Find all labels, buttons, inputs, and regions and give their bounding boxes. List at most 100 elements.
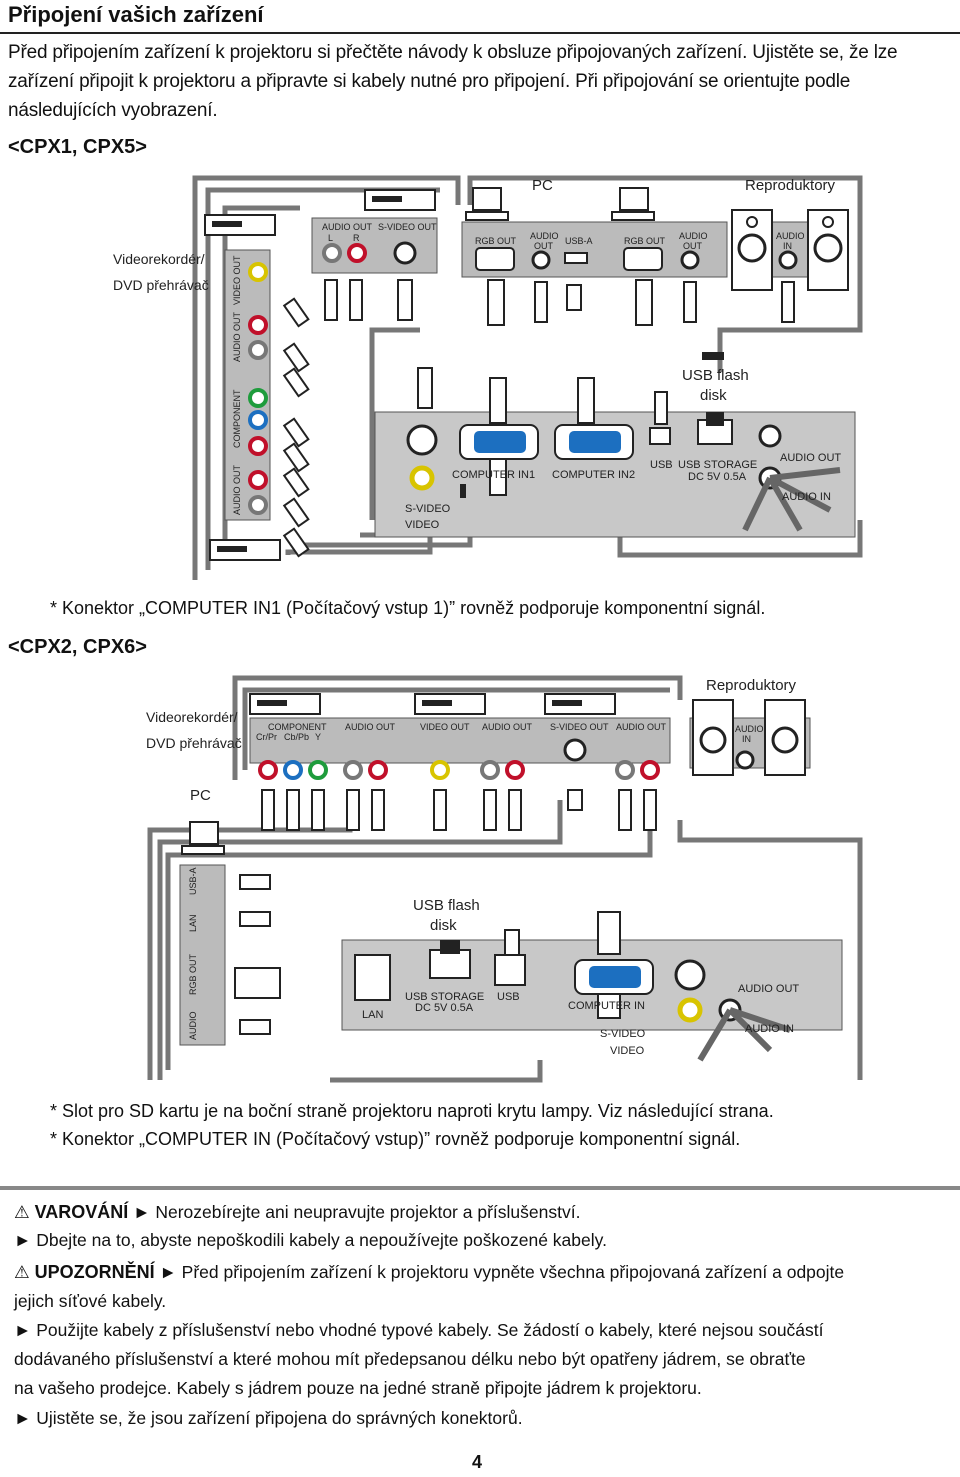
port-audio-4: AUDIO: [735, 724, 764, 734]
speaker-icon: [692, 699, 806, 776]
proj-audio-out: AUDIO OUT: [780, 452, 841, 464]
port-audio-out: AUDIO OUT: [322, 222, 373, 232]
arrow-icon: ►: [133, 1202, 151, 1222]
label-vcr-2: Videorekordér/: [146, 709, 238, 725]
arrow-icon: ►: [14, 1230, 32, 1250]
label-speakers-2: Reproduktory: [706, 677, 797, 694]
caution-text-2b: dodávaného příslušenství a které mohou m…: [14, 1349, 806, 1369]
proj-computer-in2: COMPUTER IN2: [552, 469, 635, 481]
port-r: R: [353, 233, 360, 243]
intro-paragraph: Před připojením zařízení k projektoru si…: [8, 42, 898, 121]
vcr-icon: [204, 189, 436, 561]
proj-usb-storage-2: USB STORAGE: [405, 991, 484, 1003]
port-audio-out-left: AUDIO OUT: [232, 311, 242, 362]
port-y: Y: [315, 732, 321, 742]
vcr-icon: [249, 693, 616, 715]
proj-svideo-2: S-VIDEO: [600, 1028, 646, 1040]
port-audio-out-left-2: AUDIO OUT: [232, 464, 242, 515]
proj-usb-2: USB: [497, 991, 520, 1003]
port-audio-2: AUDIO: [679, 231, 708, 241]
proj-computer-in1: COMPUTER IN1: [452, 469, 535, 481]
label-dvd-2: DVD přehrávač: [146, 735, 242, 751]
caution-line-3: ► Ujistěte se, že jsou zařízení připojen…: [14, 1404, 523, 1432]
port-audio-3: AUDIO: [776, 231, 805, 241]
port-usb-a: USB-A: [565, 236, 593, 246]
warning-divider: [0, 1186, 960, 1190]
port-video-out-2: VIDEO OUT: [420, 722, 470, 732]
connection-diagram-1: Videorekordér/ DVD přehrávač PC Reproduk…: [113, 175, 863, 580]
port-usb-a-2: USB-A: [188, 867, 198, 895]
caution-text: Před připojením zařízení k projektoru vy…: [181, 1262, 845, 1282]
caution-text-cont: jejich síťové kabely.: [14, 1291, 167, 1311]
arrow-icon: ►: [159, 1262, 177, 1282]
model-heading-2: <CPX2, CPX6>: [8, 636, 147, 658]
proj-computer-in: COMPUTER IN: [568, 1000, 645, 1012]
proj-lan: LAN: [362, 1009, 383, 1021]
proj-usb-storage: USB STORAGE: [678, 459, 757, 471]
arrow-icon: ►: [14, 1320, 32, 1340]
proj-video: VIDEO: [405, 519, 440, 531]
caution-text-2c: na vašeho prodejce. Kabely s jádrem pouz…: [14, 1378, 702, 1398]
port-in-2: IN: [742, 734, 751, 744]
port-component-2: COMPONENT: [268, 722, 327, 732]
caution-text-2: Použijte kabely z příslušenství nebo vho…: [36, 1320, 824, 1340]
proj-dc: DC 5V 0.5A: [688, 471, 747, 483]
port-rgb-out-3: RGB OUT: [188, 953, 198, 995]
port-lan: LAN: [188, 914, 198, 932]
pc-icon: [465, 187, 655, 221]
note-computer-in1: * Konektor „COMPUTER IN1 (Počítačový vst…: [50, 598, 766, 618]
proj-dc-2: DC 5V 0.5A: [415, 1002, 474, 1014]
port-in: IN: [783, 241, 792, 251]
port-out: OUT: [534, 241, 554, 251]
label-speakers: Reproduktory: [745, 177, 836, 194]
port-rgb-out: RGB OUT: [475, 236, 517, 246]
warning-line-2: ► Dbejte na to, abyste nepoškodili kabel…: [14, 1226, 607, 1254]
proj-audio-out-2: AUDIO OUT: [738, 983, 799, 995]
port-cb: Cb/Pb: [284, 732, 309, 742]
port-svideo-out-2: S-VIDEO OUT: [550, 722, 609, 732]
label-pc: PC: [532, 177, 553, 194]
label-usb-flash: USB flash: [682, 367, 749, 384]
connection-diagram-2: Videorekordér/ DVD přehrávač PC Reproduk…: [146, 675, 863, 1083]
warning-text-2: Dbejte na to, abyste nepoškodili kabely …: [36, 1230, 607, 1250]
port-audio-out-4: AUDIO OUT: [616, 722, 667, 732]
label-usb-flash-2: USB flash: [413, 897, 480, 914]
warning-triangle-icon: ⚠: [14, 1262, 30, 1282]
arrow-icon: ►: [14, 1408, 32, 1428]
port-out-2: OUT: [683, 241, 703, 251]
page-title: Připojení vašich zařízení: [8, 2, 264, 27]
warning-triangle-icon: ⚠: [14, 1202, 30, 1222]
port-audio-5: AUDIO: [188, 1011, 198, 1040]
label-dvd: DVD přehrávač: [113, 277, 209, 293]
warning-text: Nerozebírejte ani neupravujte projektor …: [155, 1202, 581, 1222]
port-svideo-out: S-VIDEO OUT: [378, 222, 437, 232]
warning-line-1: ⚠ VAROVÁNÍ ► Nerozebírejte ani neupravuj…: [14, 1198, 580, 1226]
port-video-out: VIDEO OUT: [232, 255, 242, 305]
proj-audio-in-2: AUDIO IN: [745, 1023, 794, 1035]
label-vcr: Videorekordér/: [113, 251, 205, 267]
caution-line-2: ► Použijte kabely z příslušenství nebo v…: [14, 1316, 824, 1344]
port-rgb-out-2: RGB OUT: [624, 236, 666, 246]
port-l: L: [328, 233, 333, 243]
caution-text-3: Ujistěte se, že jsou zařízení připojena …: [36, 1408, 523, 1428]
port-audio-out-2: AUDIO OUT: [345, 722, 396, 732]
note-computer-in: * Konektor „COMPUTER IN (Počítačový vstu…: [50, 1129, 741, 1149]
caution-label: UPOZORNĚNÍ: [34, 1262, 155, 1282]
proj-svideo: S-VIDEO: [405, 503, 451, 515]
warning-label: VAROVÁNÍ: [34, 1202, 129, 1222]
label-pc-2: PC: [190, 787, 211, 804]
proj-video-2: VIDEO: [610, 1045, 645, 1057]
port-component: COMPONENT: [232, 389, 242, 448]
note-sd-slot: * Slot pro SD kartu je na boční straně p…: [50, 1101, 774, 1121]
caution-line-1: ⚠ UPOZORNĚNÍ ► Před připojením zařízení …: [14, 1258, 844, 1286]
port-audio-out-3: AUDIO OUT: [482, 722, 533, 732]
proj-usb: USB: [650, 459, 673, 471]
page-number: 4: [472, 1452, 483, 1472]
label-usb-disk-2: disk: [430, 917, 457, 934]
proj-audio-in: AUDIO IN: [782, 491, 831, 503]
speaker-icon: [731, 209, 849, 291]
model-heading-1: <CPX1, CPX5>: [8, 136, 147, 158]
pc-icon: [181, 821, 225, 855]
title-divider: [0, 32, 960, 34]
label-usb-disk: disk: [700, 387, 727, 404]
